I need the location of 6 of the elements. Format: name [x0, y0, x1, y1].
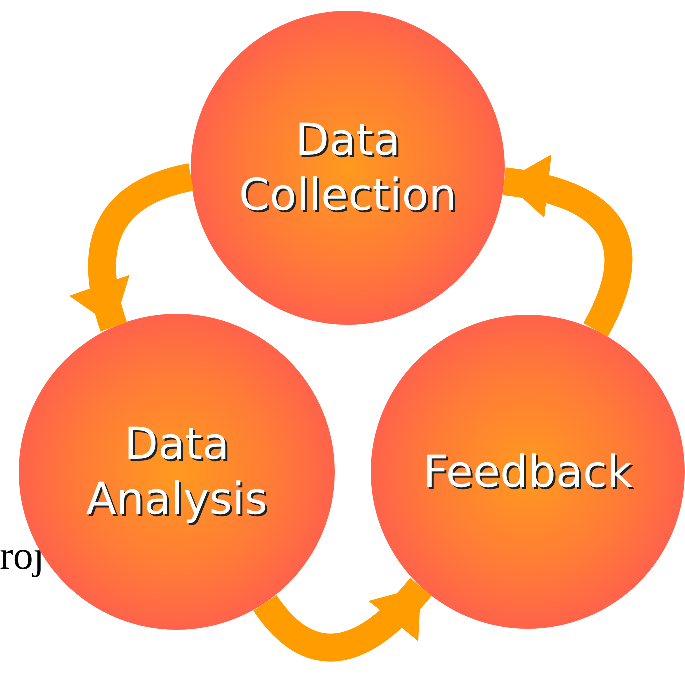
curved-arrow — [502, 156, 633, 337]
curved-arrow — [254, 578, 432, 662]
partial-text: roj — [0, 532, 44, 579]
node-label: Feedback — [422, 446, 634, 500]
node-label: Data Analysis — [85, 418, 269, 527]
node-label: Data Collection — [238, 114, 458, 223]
